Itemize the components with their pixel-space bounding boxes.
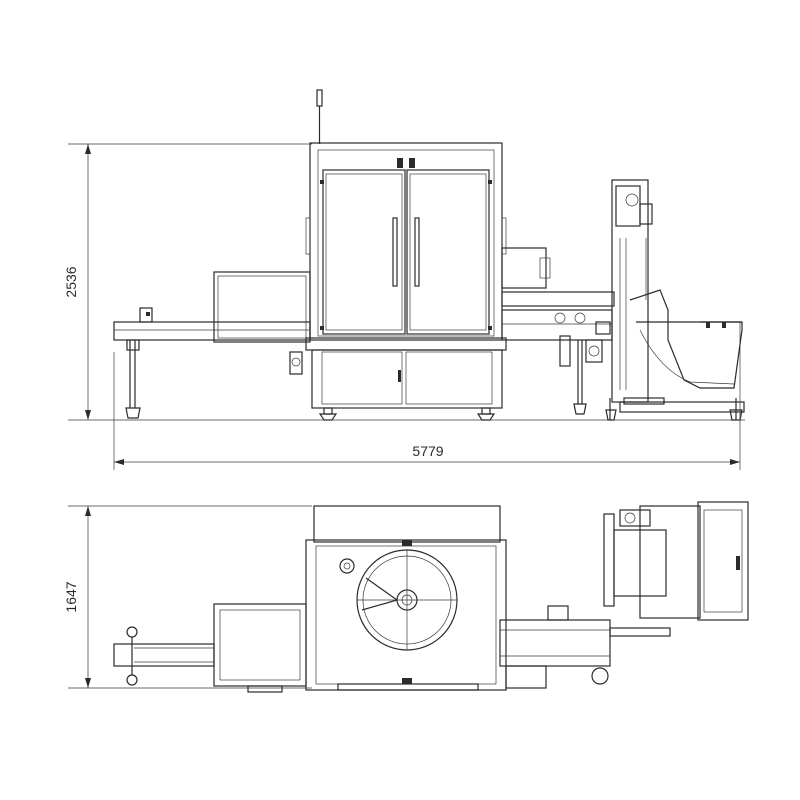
depth-dimension: 1647 [63,505,312,689]
depth-dimension-label: 1647 [63,581,79,612]
length-dimension: 5779 [113,322,741,470]
main-enclosure-plan [305,505,507,691]
length-dimension-label: 5779 [412,443,443,459]
height-dimension: 2536 [63,143,745,421]
outfeed-conveyor-plan [499,605,671,689]
hopper-elevator [605,179,745,421]
transfer-conveyor [501,247,615,415]
infeed-conveyor [113,271,311,419]
top-view: 1647 [63,501,749,693]
hopper-plan [603,501,749,621]
height-dimension-label: 2536 [63,266,79,297]
signal-tower [316,89,323,144]
base-cabinet [289,337,507,421]
main-cabinet [305,142,507,341]
infeed-conveyor-plan [113,603,307,693]
side-view: 2536 5779 [63,89,745,470]
